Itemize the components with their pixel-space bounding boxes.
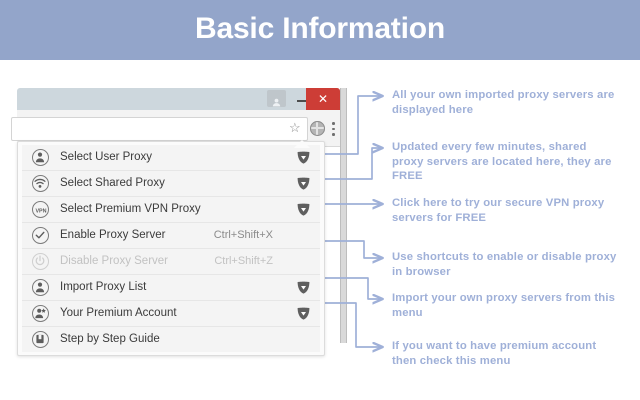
check-circle-icon bbox=[32, 227, 49, 244]
menu-item-shortcut: Ctrl+Shift+Z bbox=[214, 255, 273, 267]
profile-icon[interactable] bbox=[267, 90, 286, 107]
menu-item-label: Select User Proxy bbox=[60, 151, 153, 163]
menu-item-label: Import Proxy List bbox=[60, 281, 147, 293]
svg-text:VPN: VPN bbox=[35, 209, 46, 215]
menu-item-label: Disable Proxy Server bbox=[60, 255, 169, 267]
page-scrollbar[interactable] bbox=[340, 88, 347, 343]
menu-item-label: Enable Proxy Server bbox=[60, 229, 166, 241]
menu-caret bbox=[294, 140, 310, 148]
user-premium-icon bbox=[32, 305, 49, 322]
header-banner bbox=[0, 0, 640, 60]
user-icon bbox=[32, 149, 49, 166]
menu-item[interactable]: Enable Proxy Server Ctrl+Shift+X bbox=[22, 223, 320, 249]
profile-glyph bbox=[272, 94, 281, 107]
menu-item[interactable]: Step by Step Guide bbox=[22, 327, 320, 352]
annotation-note-6: If you want to have premium account then… bbox=[392, 340, 597, 367]
menu-item[interactable]: Select Shared Proxy bbox=[22, 171, 320, 197]
bookmark-star-icon[interactable]: ☆ bbox=[289, 120, 301, 135]
menu-item-label: Your Premium Account bbox=[60, 307, 177, 319]
close-button[interactable]: ✕ bbox=[306, 88, 340, 110]
globe-icon[interactable] bbox=[310, 121, 325, 136]
submenu-dropdown-icon[interactable] bbox=[297, 307, 310, 320]
submenu-dropdown-icon[interactable] bbox=[297, 177, 310, 190]
annotation-note-4: Use shortcuts to enable or disable proxy… bbox=[392, 251, 617, 278]
power-icon bbox=[32, 253, 49, 270]
submenu-dropdown-icon[interactable] bbox=[297, 203, 310, 216]
page-title: Basic Information bbox=[195, 12, 445, 45]
submenu-dropdown-icon[interactable] bbox=[297, 151, 310, 164]
menu-item-label: Select Shared Proxy bbox=[60, 177, 165, 189]
submenu-dropdown-icon[interactable] bbox=[297, 281, 310, 294]
annotation-note-3: Click here to try our secure VPN proxy s… bbox=[392, 197, 605, 224]
menu-item[interactable]: Import Proxy List bbox=[22, 275, 320, 301]
annotation-note-2: Updated every few minutes, shared proxy … bbox=[392, 141, 612, 182]
vpn-icon: VPN bbox=[32, 201, 49, 218]
annotation-note-5: Import your own proxy servers from this … bbox=[392, 292, 616, 319]
menu-item-label: Select Premium VPN Proxy bbox=[60, 203, 201, 215]
kebab-menu-icon[interactable] bbox=[332, 122, 335, 136]
book-icon bbox=[32, 331, 49, 348]
menu-item: Disable Proxy Server Ctrl+Shift+Z bbox=[22, 249, 320, 275]
menu-item-shortcut: Ctrl+Shift+X bbox=[213, 229, 273, 241]
menu-item-label: Step by Step Guide bbox=[60, 333, 160, 345]
menu-item[interactable]: VPN Select Premium VPN Proxy bbox=[22, 197, 320, 223]
minimize-button[interactable] bbox=[293, 90, 310, 107]
menu-item[interactable]: Your Premium Account bbox=[22, 301, 320, 327]
address-bar[interactable] bbox=[11, 117, 308, 141]
wifi-icon bbox=[32, 175, 49, 192]
browser-titlebar: ✕ bbox=[17, 88, 340, 110]
browser-toolbar: ☆ bbox=[11, 110, 340, 147]
annotation-note-1: All your own imported proxy servers are … bbox=[392, 89, 615, 116]
browser-window: ✕ ☆ bbox=[11, 88, 340, 147]
user-import-icon bbox=[32, 279, 49, 296]
menu-item[interactable]: Select User Proxy bbox=[22, 145, 320, 171]
